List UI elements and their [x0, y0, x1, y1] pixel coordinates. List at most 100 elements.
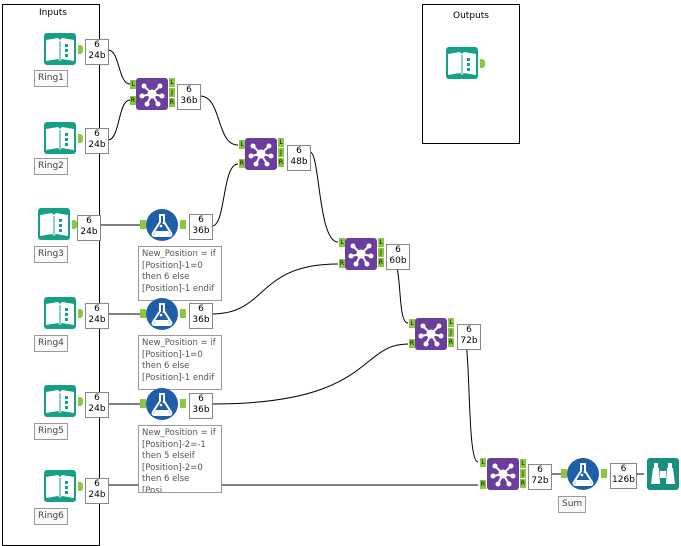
formula-tool-3[interactable] — [146, 388, 178, 420]
book-icon — [446, 47, 478, 79]
output-anchor-right[interactable]: R — [278, 158, 284, 167]
wire-formula1-join2 — [211, 163, 239, 227]
join-tool-5[interactable] — [487, 458, 519, 490]
input-anchor-right[interactable]: R — [130, 96, 136, 105]
output-anchor[interactable] — [78, 482, 83, 491]
output-anchor-right[interactable]: R — [378, 258, 384, 267]
join-tool-4[interactable] — [415, 318, 447, 350]
output-anchor-left[interactable]: L — [278, 138, 284, 147]
wire-join1-join2 — [199, 95, 239, 146]
input-anchor-right[interactable]: R — [409, 339, 415, 348]
output-anchor-left[interactable]: L — [169, 78, 175, 87]
output-anchor[interactable] — [78, 397, 83, 406]
tool-label-ring4: Ring4 — [34, 335, 68, 352]
formula-tool-sum[interactable] — [567, 458, 599, 490]
output-anchor[interactable] — [78, 45, 83, 54]
output-anchor-left[interactable]: L — [448, 318, 454, 327]
formula-tool-1[interactable] — [146, 209, 178, 241]
outputs-container-title: Outputs — [453, 11, 489, 21]
input-tool-ring2[interactable] — [44, 122, 76, 154]
input-anchor-left[interactable]: L — [409, 319, 415, 328]
input-tool-ring6[interactable] — [44, 470, 76, 502]
join-tool-3[interactable] — [345, 238, 377, 270]
join-tool-1[interactable] — [136, 78, 168, 110]
formula-annotation-3: New_Position = if[Position]-2=-1 then 5 … — [138, 425, 222, 493]
input-tool-ring5[interactable] — [44, 385, 76, 417]
wire-formula2-join3 — [211, 263, 339, 315]
flask-icon — [146, 388, 178, 420]
book-icon — [44, 297, 76, 329]
output-anchor-join[interactable]: J — [169, 88, 175, 97]
wire-ring1-join1 — [107, 49, 131, 85]
tool-label-ring2: Ring2 — [34, 158, 68, 175]
join-network-icon — [245, 138, 277, 170]
input-anchor-right[interactable]: R — [239, 159, 245, 168]
join-network-icon — [136, 78, 168, 110]
output-anchor[interactable] — [78, 134, 83, 143]
tool-label-ring6: Ring6 — [34, 508, 68, 525]
join-network-icon — [487, 458, 519, 490]
flask-icon — [146, 298, 178, 330]
wire-formula3-join4 — [211, 343, 409, 405]
formula-annotation-2: New_Position = if[Position]-1=0 then 6 e… — [138, 335, 222, 390]
input-tool-ring1[interactable] — [44, 33, 76, 65]
input-anchor[interactable] — [140, 399, 146, 408]
binoculars-icon — [647, 458, 679, 490]
output-anchor-left[interactable]: L — [378, 238, 384, 247]
input-anchor-right[interactable]: R — [339, 259, 345, 268]
wire-ring2-join1 — [107, 99, 131, 141]
output-anchor[interactable] — [180, 220, 186, 229]
input-tool-ring4[interactable] — [44, 297, 76, 329]
input-anchor-left[interactable]: L — [480, 458, 486, 467]
inputs-container-title: Inputs — [39, 8, 67, 18]
output-anchor-right[interactable]: R — [448, 338, 454, 347]
book-icon — [44, 385, 76, 417]
output-anchor[interactable] — [480, 59, 485, 68]
input-anchor-left[interactable]: L — [339, 238, 345, 247]
flask-icon — [567, 458, 599, 490]
output-anchor-join[interactable]: J — [520, 469, 526, 478]
flask-icon — [146, 209, 178, 241]
tool-label-ring3: Ring3 — [34, 246, 68, 263]
browse-tool[interactable] — [647, 458, 679, 490]
output-anchor-left[interactable]: L — [520, 459, 526, 468]
output-anchor[interactable] — [72, 220, 77, 229]
book-icon — [44, 470, 76, 502]
book-icon — [44, 33, 76, 65]
output-anchor[interactable] — [180, 309, 186, 318]
formula-tool-2[interactable] — [146, 298, 178, 330]
input-anchor-right[interactable]: R — [480, 480, 486, 489]
input-anchor-left[interactable]: L — [130, 80, 136, 89]
output-anchor-join[interactable]: J — [448, 328, 454, 337]
output-anchor[interactable] — [78, 309, 83, 318]
input-anchor[interactable] — [561, 469, 567, 478]
inputs-container[interactable]: Inputs — [2, 4, 100, 546]
input-anchor[interactable] — [140, 309, 146, 318]
input-anchor-left[interactable]: L — [239, 140, 245, 149]
input-anchor[interactable] — [140, 220, 146, 229]
formula-annotation-1: New_Position = if[Position]-1=0 then 6 e… — [138, 246, 222, 301]
join-tool-2[interactable] — [245, 138, 277, 170]
output-anchor[interactable] — [601, 469, 607, 478]
wire-join2-join3 — [309, 151, 339, 243]
input-tool-output[interactable] — [446, 47, 478, 79]
output-anchor-join[interactable]: J — [278, 148, 284, 157]
output-anchor-right[interactable]: R — [169, 98, 175, 107]
output-anchor[interactable] — [180, 399, 186, 408]
input-tool-ring3[interactable] — [38, 208, 70, 240]
output-anchor-right[interactable]: R — [520, 479, 526, 488]
output-anchor-join[interactable]: J — [378, 248, 384, 257]
